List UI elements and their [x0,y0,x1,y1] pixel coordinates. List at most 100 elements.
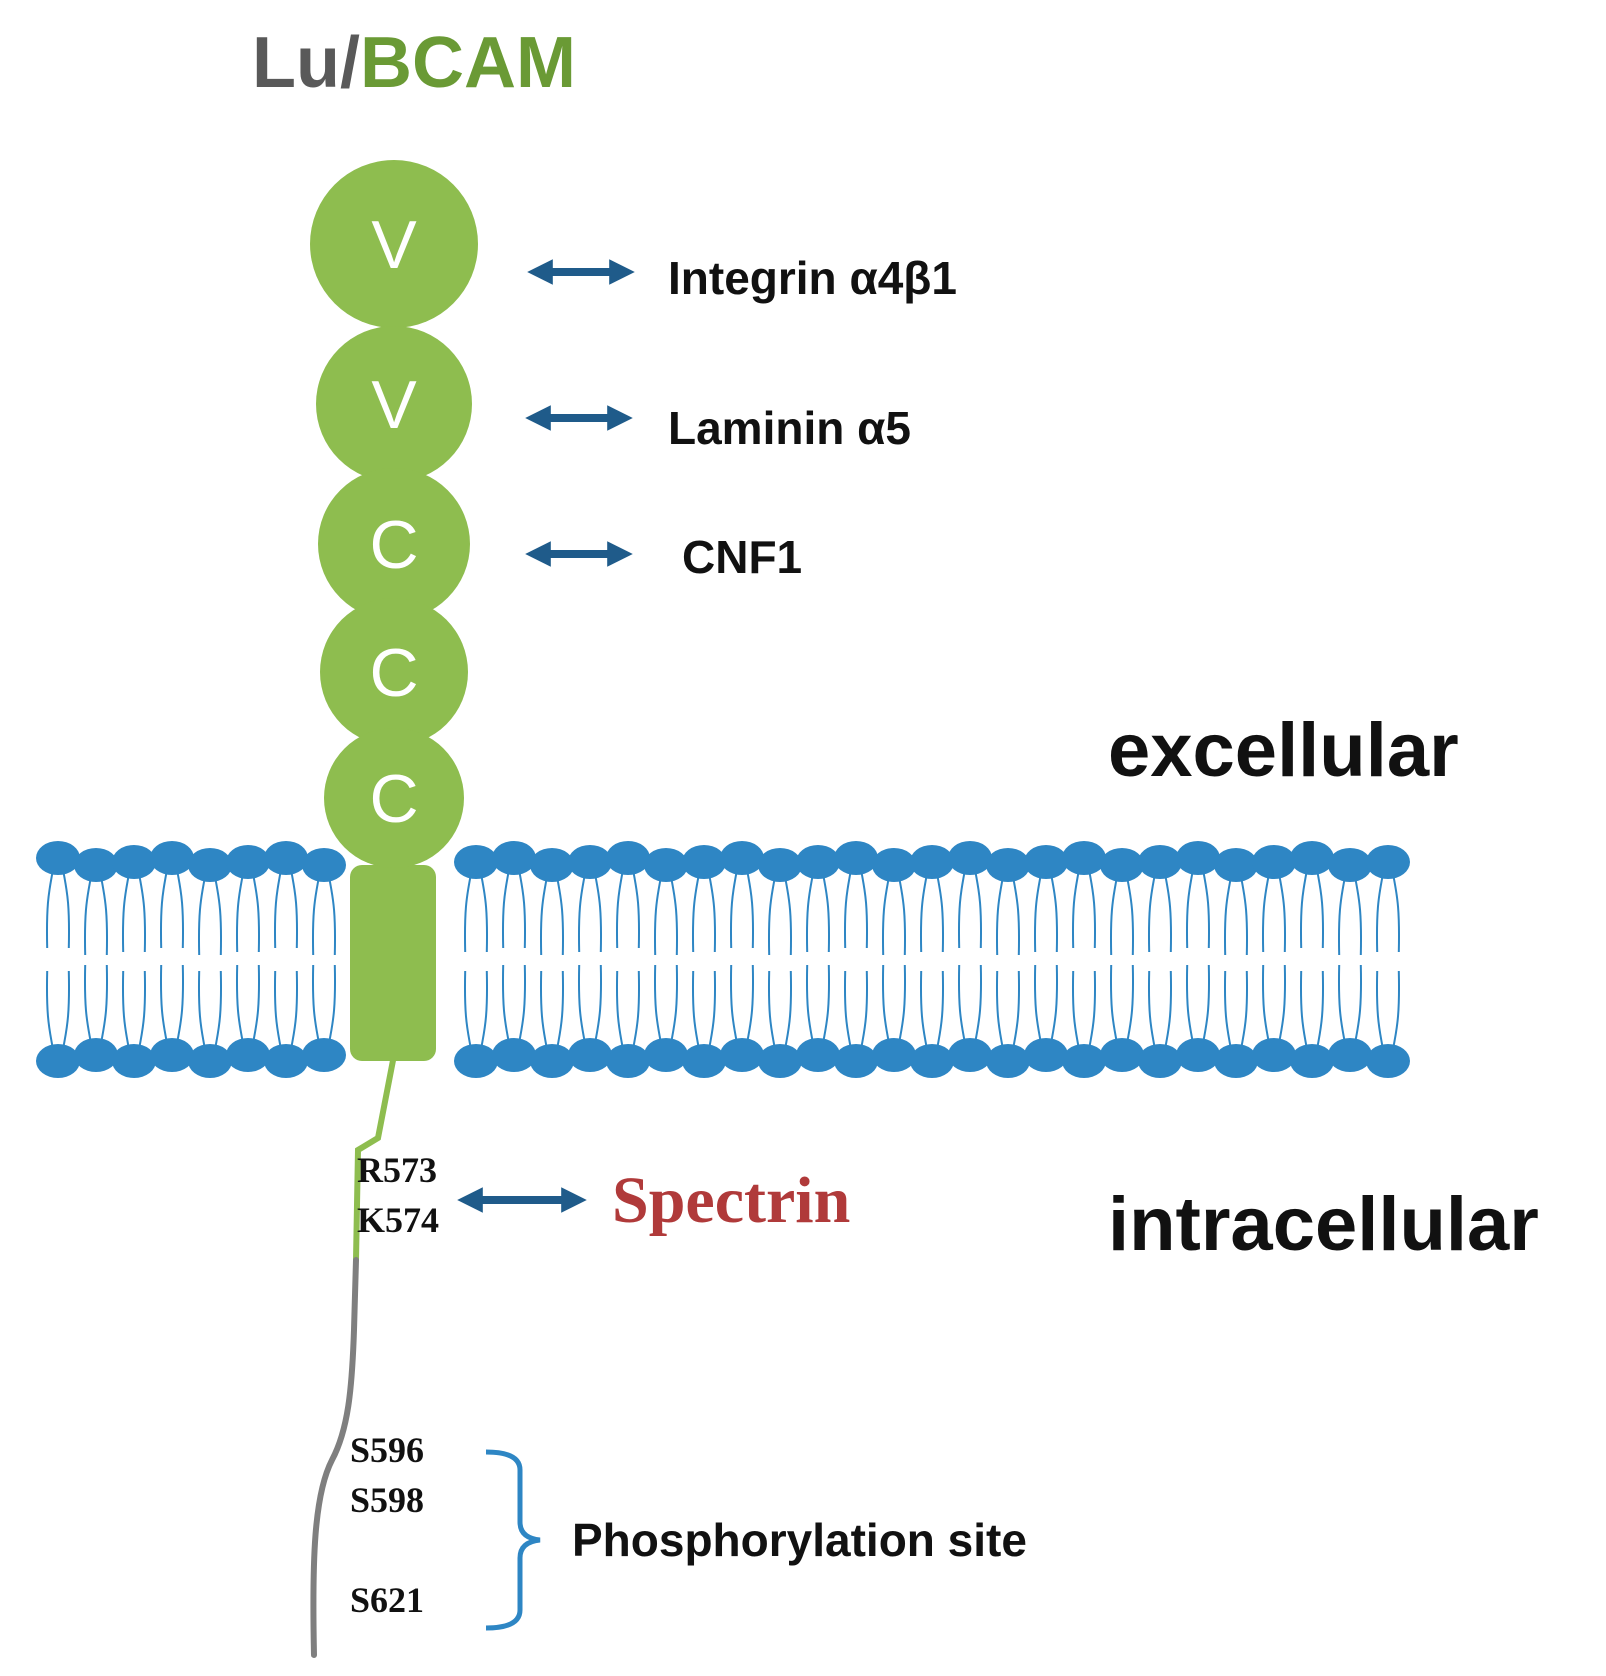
lipid-head [1176,841,1220,875]
domain-label: V [371,207,417,283]
lipid-head [606,841,650,875]
lipid-tail [767,970,777,1052]
lipid-tail [289,970,299,1052]
lipid-head [112,1044,156,1078]
spectrin-label: Spectrin [612,1164,850,1237]
lipid-tail [897,874,907,956]
lipid-head [36,841,80,875]
lipid-head [454,1044,498,1078]
lipid-head [834,841,878,875]
lipid-tail [1315,970,1325,1052]
lipid-tail [631,970,641,1052]
lipid-tail [843,867,853,949]
diagram-title: Lu/BCAM [252,23,576,103]
lipid-head [302,848,346,882]
lipid-tail [121,970,131,1052]
lipid-tail [1185,964,1195,1046]
lipid-head [492,1038,536,1072]
ig-domain-1: V [310,160,478,328]
lipid-head [112,845,156,879]
lipid-head [1138,1044,1182,1078]
ig-domain-3: C [318,468,470,620]
lipid-tail [593,871,603,953]
lipid-tail [83,964,93,1046]
ig-domain-2: V [316,326,472,482]
lipid-tail [1375,871,1385,953]
lipid-tail [159,964,169,1046]
lipid-tail [1337,964,1347,1046]
lipid-head [1290,841,1334,875]
lipid-tail [881,964,891,1046]
lipid-tail [1163,970,1173,1052]
lipid-tail [843,970,853,1052]
lipid-tail [729,964,739,1046]
lipid-head [150,841,194,875]
lipid-tail [1337,874,1347,956]
lipid-tail [1147,871,1157,953]
lipid-tail [615,867,625,949]
lipid-tail [463,970,473,1052]
lipid-head [568,845,612,879]
lipid-head [264,841,308,875]
lipid-tail [61,867,71,949]
lipid-head [188,1044,232,1078]
lipid-tail [235,964,245,1046]
lipid-tail [251,964,261,1046]
lipid-tail [1033,964,1043,1046]
lipid-head [606,1044,650,1078]
lipid-tail [615,970,625,1052]
lipid-head [1062,1044,1106,1078]
lipid-head [1176,1038,1220,1072]
lipid-tail [821,964,831,1046]
lipid-tail [1239,874,1249,956]
ligand-integrin-label: Integrin α4β1 [668,252,957,304]
lipid-head [1100,1038,1144,1072]
lipid-tail [1201,964,1211,1046]
lipid-tail [783,970,793,1052]
lipid-tail [707,970,717,1052]
lipid-tail [897,964,907,1046]
lipid-head [74,1038,118,1072]
lipid-tail [1391,871,1401,953]
phospho-site-s621: S621 [350,1580,424,1620]
lipid-tail [1109,874,1119,956]
lipid-head [872,1038,916,1072]
phospho-site-s596: S596 [350,1430,424,1470]
cytoplasmic-tail-grey [310,1257,359,1658]
lipid-tail [137,871,147,953]
lipid-tail [957,867,967,949]
lipid-tail [1109,964,1119,1046]
lipid-head [1024,1038,1068,1072]
lipid-tail [197,874,207,956]
lipid-tail [1391,970,1401,1052]
ig-domain-4: C [320,598,468,746]
lipid-head [720,1038,764,1072]
lipid-head [1328,848,1372,882]
lipid-tail [1261,964,1271,1046]
lipid-head [1214,1044,1258,1078]
extracellular-label: excellular [1108,708,1459,793]
lipid-head [568,1038,612,1072]
lipid-head [1138,845,1182,879]
lipid-tail [1223,970,1233,1052]
lipid-tail [783,874,793,956]
lipid-tail [1277,871,1287,953]
lipid-tail [973,867,983,949]
lipid-tail [577,964,587,1046]
lipid-tail [859,970,869,1052]
lipid-tail [273,867,283,949]
lipid-head [948,841,992,875]
lipid-tail [501,867,511,949]
lipid-head [644,848,688,882]
lipid-tail [479,871,489,953]
lipid-tail [479,970,489,1052]
lipid-tail [1087,867,1097,949]
lipid-tail [1239,970,1249,1052]
lipid-tail [311,874,321,956]
lipid-tail [1223,874,1233,956]
lipid-head [644,1038,688,1072]
lipid-tail [99,964,109,1046]
lipid-tail [45,970,55,1052]
lipid-tail [517,867,527,949]
